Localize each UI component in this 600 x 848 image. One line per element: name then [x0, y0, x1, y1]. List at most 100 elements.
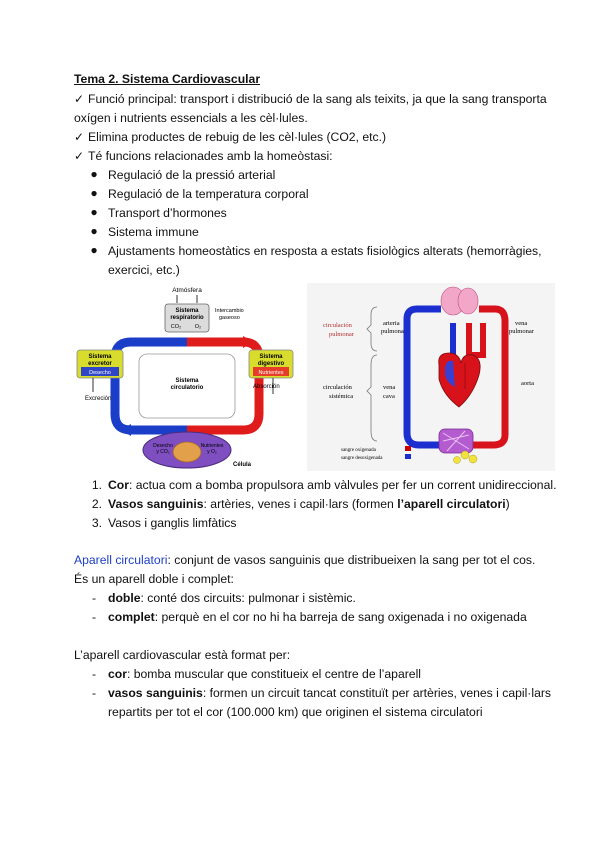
- list-number: 3.: [91, 516, 102, 530]
- aparell-def-text: : conjunt de vasos sanguinis que distrib…: [167, 553, 536, 567]
- legend-deoxygenated-label: sangre desoxigenada: [341, 456, 383, 461]
- check-text: Elimina productes de rebuig de les cèl·l…: [88, 130, 387, 144]
- cell-left-label-1: Desecho: [153, 443, 173, 449]
- body-systems-diagram: Atmósfera Sistema respiratorio CO₂ O₂ In…: [73, 282, 301, 472]
- digestivo-label-1: Sistema: [259, 354, 283, 360]
- list-item: Transport d’hormones: [108, 206, 227, 220]
- check-item-2: ✓Elimina productes de rebuig de les cèl·…: [74, 129, 386, 145]
- bullet-icon: ●: [90, 205, 98, 219]
- list-item-text: : actua com a bomba propulsora amb vàlvu…: [129, 478, 557, 492]
- list-item-text: : perquè en el cor no hi ha barreja de s…: [154, 610, 527, 624]
- list-item: Cor: actua com a bomba propulsora amb và…: [108, 477, 556, 493]
- bullet-icon: ●: [90, 167, 98, 181]
- legend-oxygenated-label: sangre oxigenada: [341, 448, 377, 453]
- check-item-1-cont: oxígen i nutrients essencials a les cèl·…: [74, 111, 308, 125]
- vena-cava-label-2: cava: [383, 393, 395, 400]
- respiratory-label-1: Sistema: [175, 308, 199, 314]
- cell-nucleus: [172, 441, 202, 463]
- arteria-label-2: pulmonar: [381, 328, 407, 335]
- check-text: Funció principal: transport i distribuci…: [88, 92, 547, 106]
- absorcion-label: Absorción: [253, 384, 280, 390]
- cell-left-label-2: y CO₂: [156, 449, 169, 455]
- circ-pulmonar-label-2: pulmonar: [329, 331, 355, 338]
- circ-sistemica-label-1: circulación: [323, 384, 353, 391]
- check-icon: ✓: [74, 149, 85, 163]
- list-item-text: : bomba muscular que constitueix el cent…: [126, 667, 421, 681]
- list-item-bold: cor: [108, 667, 127, 681]
- vena-pulmonar-label-1: vena: [515, 320, 527, 327]
- bullet-icon: ●: [90, 243, 98, 257]
- excretor-label-1: Sistema: [88, 354, 112, 360]
- list-item-cont: exercici, etc.): [108, 263, 180, 277]
- list-item-bold: doble: [108, 591, 141, 605]
- aparell-term: Aparell circulatori: [74, 553, 168, 567]
- legend-oxygenated-swatch: [405, 446, 411, 451]
- check-item-3: ✓Té funcions relacionades amb la homeòst…: [74, 148, 333, 164]
- bullet-icon: ●: [90, 186, 98, 200]
- list-item-bold: vasos sanguinis: [108, 686, 203, 700]
- atmosfera-label: Atmósfera: [172, 287, 202, 294]
- list-item: Regulació de la pressió arterial: [108, 168, 276, 182]
- circulatory-label-2: circulatorio: [171, 385, 204, 391]
- aparell-line2: És un aparell doble i complet:: [74, 572, 234, 586]
- list-item-bold: Cor: [108, 478, 129, 492]
- bullet-icon: ●: [90, 224, 98, 238]
- intercambio-label-2: gaseoso: [219, 315, 240, 321]
- circ-sistemica-label-2: sistémica: [329, 393, 353, 400]
- list-item: Ajustaments homeostàtics en resposta a e…: [108, 244, 542, 258]
- intercambio-label-1: Intercambio: [215, 308, 244, 314]
- dash-icon: -: [92, 591, 97, 605]
- check-item-1: ✓Funció principal: transport i distribuc…: [74, 91, 547, 107]
- vena-cava-label-1: vena: [383, 384, 395, 391]
- aorta-label: aorta: [521, 380, 534, 387]
- list-item: Vasos sanguinis: artèries, venes i capil…: [108, 496, 510, 512]
- list-item: Sistema immune: [108, 225, 199, 239]
- celula-label: Célula: [233, 462, 252, 468]
- vena-pulmonar-label-2: pulmonar: [509, 328, 535, 335]
- circ-pulmonar-label-1: circulación: [323, 322, 353, 329]
- list-item: doble: conté dos circuits: pulmonar i si…: [108, 590, 356, 606]
- aparell-definition: Aparell circulatori: conjunt de vasos sa…: [74, 552, 535, 568]
- list-item-text-2: ): [505, 497, 510, 511]
- list-item: complet: perquè en el cor no hi ha barre…: [108, 609, 527, 625]
- list-item-text: : conté dos circuits: pulmonar i sistèmi…: [140, 591, 356, 605]
- dash-icon: -: [92, 686, 97, 700]
- arterial-path: [473, 305, 509, 449]
- circulatory-system-box: [138, 353, 236, 419]
- legend-deoxygenated-swatch: [405, 454, 411, 459]
- list-item: Vasos i ganglis limfàtics: [108, 516, 237, 530]
- excretor-label-2: excretor: [88, 361, 112, 367]
- list-number: 1.: [91, 478, 102, 492]
- format-intro: L’aparell cardiovascular està format per…: [74, 648, 291, 662]
- excrecion-label: Excreción: [85, 396, 111, 402]
- circulatory-label-1: Sistema: [175, 378, 199, 384]
- page-title: Tema 2. Sistema Cardiovascular: [74, 72, 261, 86]
- check-text: Té funcions relacionades amb la homeòsta…: [88, 149, 333, 163]
- list-item-cont: repartits per tot el cor (100.000 km) qu…: [108, 705, 483, 719]
- respiratory-system-box: [164, 303, 210, 333]
- list-item-text: : formen un circuit tancat constituït pe…: [202, 686, 551, 700]
- list-item: vasos sanguinis: formen un circuit tanca…: [108, 685, 551, 701]
- list-item-text: : artèries, venes i capil·lars (formen: [203, 497, 398, 511]
- dash-icon: -: [92, 667, 97, 681]
- venous-path: [403, 319, 439, 449]
- dash-icon: -: [92, 610, 97, 624]
- arteria-label-1: arteria: [383, 320, 400, 327]
- list-item-bold: complet: [108, 610, 155, 624]
- list-item: Regulació de la temperatura corporal: [108, 187, 309, 201]
- desecho-label: Desecho: [89, 370, 111, 376]
- check-icon: ✓: [74, 92, 85, 106]
- digestivo-label-2: digestivo: [258, 361, 285, 367]
- list-item-bold: Vasos sanguinis: [108, 497, 204, 511]
- nutrientes-label: Nutrientes: [258, 370, 283, 376]
- list-item: cor: bomba muscular que constitueix el c…: [108, 666, 421, 682]
- respiratory-label-2: respiratorio: [170, 315, 204, 321]
- list-item-bold-2: l’aparell circulatori: [397, 497, 506, 511]
- co2-label: CO₂: [171, 324, 181, 330]
- check-icon: ✓: [74, 130, 85, 144]
- o2-label: O₂: [195, 324, 201, 330]
- list-number: 2.: [91, 497, 102, 511]
- cell-right-label-2: y O₂: [207, 449, 217, 455]
- cell-right-label-1: Nutrientes: [201, 443, 224, 449]
